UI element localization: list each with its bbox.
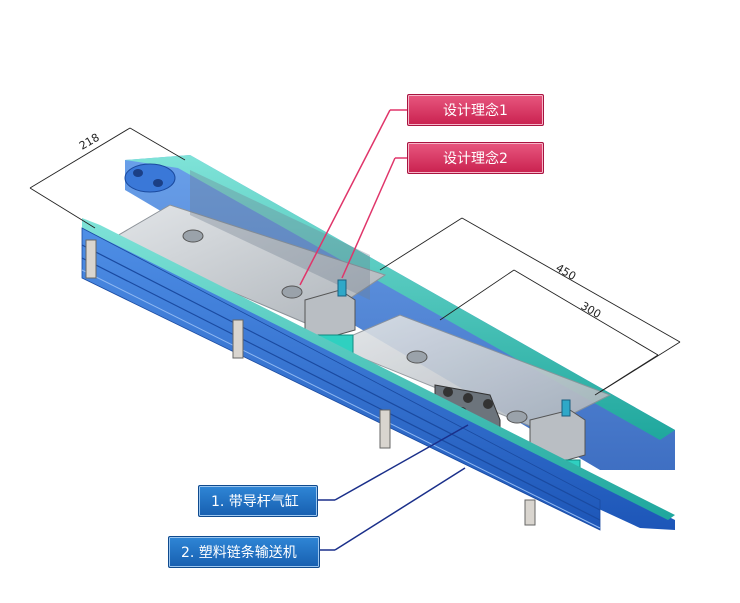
rail-bracket: [232, 319, 244, 359]
leader-line-guided-cylinder: [318, 424, 469, 501]
plate-fastener: [281, 285, 303, 299]
callout-guided-cylinder: 1. 带导杆气缸: [198, 485, 318, 517]
callout-design-concept-2: 设计理念2: [407, 142, 544, 174]
leader-line-design-concept-1: [299, 109, 407, 286]
rail-bracket: [85, 239, 97, 279]
dimension-length-inner-label: 300: [579, 299, 604, 321]
dimension-width: [29, 127, 186, 229]
chain-plates: [108, 170, 612, 431]
leader-line-plastic-chain-conveyor: [320, 467, 466, 551]
near-conveyor-rail: [81, 218, 675, 531]
dimension-length-inner: [439, 269, 659, 396]
plate-fastener: [182, 229, 204, 243]
plate-fastener: [506, 410, 528, 424]
dimension-length-total-label: 450: [554, 261, 579, 283]
leader-line-design-concept-2: [341, 157, 407, 279]
dimension-width-label: 218: [77, 131, 102, 153]
rail-bracket: [524, 499, 536, 526]
plate-fastener: [406, 350, 428, 364]
rail-bracket: [379, 409, 391, 449]
callout-plastic-chain-conveyor: 2. 塑料链条输送机: [168, 536, 320, 568]
callout-design-concept-1: 设计理念1: [407, 94, 544, 126]
